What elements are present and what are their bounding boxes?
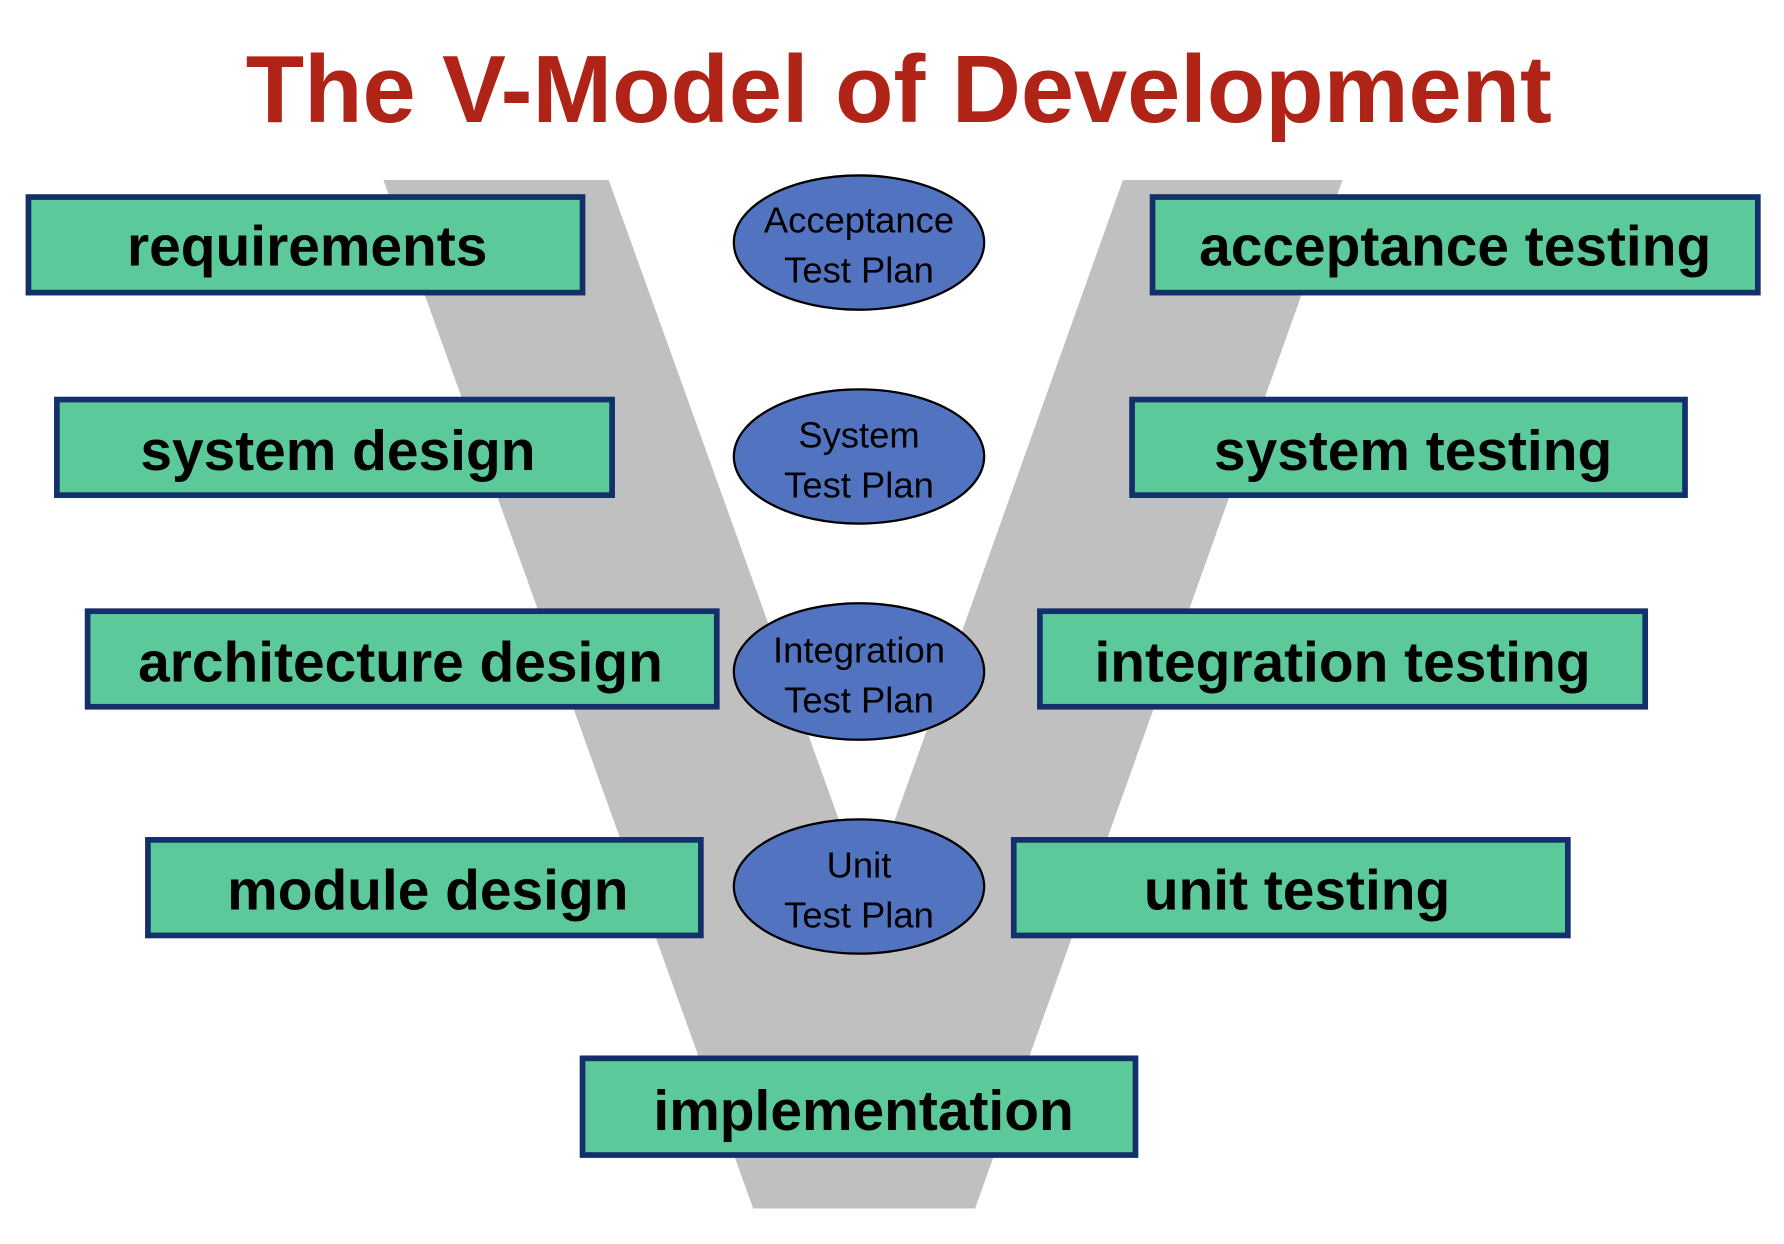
phase-label: unit testing — [1144, 859, 1450, 922]
plan-line1: Integration — [773, 629, 945, 670]
integration-test-plan: Integration Test Plan — [732, 602, 986, 741]
unit-test-plan: Unit Test Plan — [732, 818, 986, 955]
phase-label: module design — [227, 859, 628, 922]
page-title: The V-Model of Development — [246, 36, 1552, 143]
phase-integration-testing: integration testing — [1037, 608, 1649, 710]
acceptance-test-plan: Acceptance Test Plan — [732, 174, 986, 311]
plan-line1: Acceptance — [764, 199, 954, 240]
plan-line1: System — [798, 414, 919, 455]
phase-acceptance-testing: acceptance testing — [1149, 194, 1761, 296]
phase-label: acceptance testing — [1199, 215, 1711, 278]
phase-label: implementation — [653, 1080, 1073, 1143]
phase-system-design: system design — [54, 396, 615, 498]
v-shape — [383, 179, 1343, 1209]
phase-label: system design — [140, 420, 535, 483]
phase-system-testing: system testing — [1129, 396, 1688, 498]
system-test-plan: System Test Plan — [732, 388, 986, 525]
phase-label: system testing — [1214, 420, 1612, 483]
phase-architecture-design: architecture design — [84, 608, 720, 710]
phase-label: requirements — [127, 215, 487, 278]
phase-label: integration testing — [1095, 632, 1591, 695]
plan-line2: Test Plan — [784, 894, 934, 935]
plan-line2: Test Plan — [784, 679, 934, 720]
plan-line1: Unit — [827, 844, 892, 885]
phase-implementation: implementation — [579, 1055, 1139, 1158]
phase-requirements: requirements — [25, 194, 586, 296]
plan-line2: Test Plan — [784, 249, 934, 290]
plan-line2: Test Plan — [784, 464, 934, 505]
phase-unit-testing: unit testing — [1010, 837, 1571, 939]
phase-label: architecture design — [138, 632, 663, 695]
phase-module-design: module design — [145, 837, 704, 939]
